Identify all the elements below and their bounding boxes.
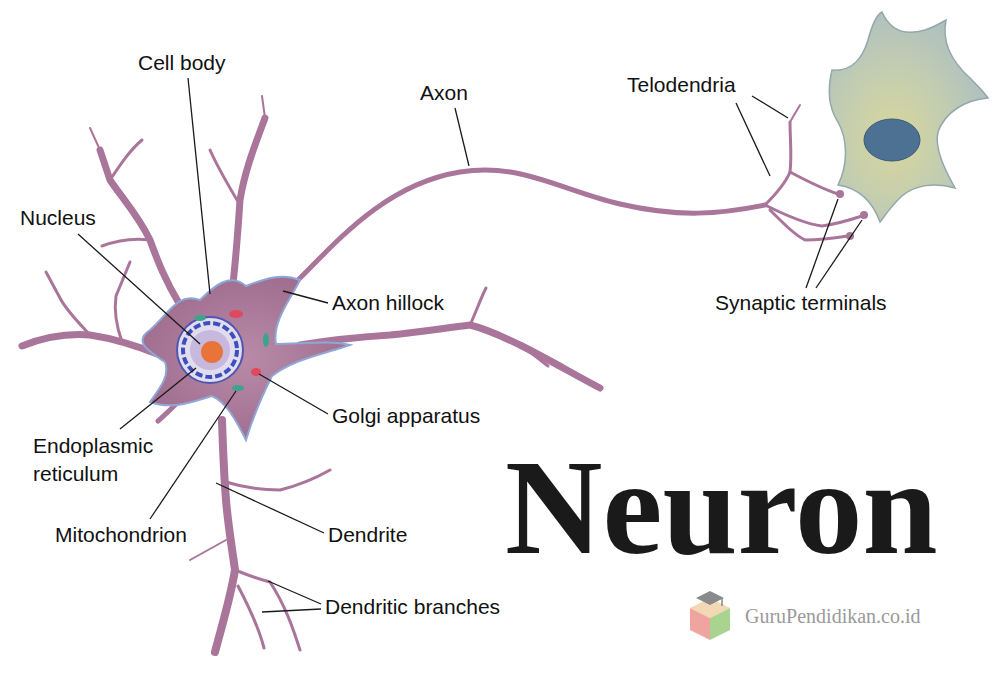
part-label: Nucleus	[20, 205, 96, 230]
soma	[142, 277, 350, 440]
leader-line	[150, 391, 236, 519]
part-label: Telodendria	[627, 72, 736, 97]
axon	[290, 105, 868, 288]
dendritic-branch	[102, 239, 150, 246]
icon-cap	[696, 591, 724, 605]
nucleus-envelope	[177, 317, 243, 383]
dendritic-branch	[238, 586, 264, 648]
icon-cube-right	[710, 608, 730, 640]
golgi-apparatus	[229, 310, 243, 318]
mitochondrion	[263, 333, 269, 347]
icon-cube-left	[690, 608, 710, 640]
leader-line	[752, 96, 788, 118]
leader-line	[736, 103, 770, 176]
part-label: Axon hillock	[332, 290, 444, 315]
target-cell	[829, 12, 988, 222]
dendrite	[100, 150, 180, 305]
part-label: Synaptic terminals	[715, 290, 887, 315]
part-label: Cell body	[138, 50, 226, 75]
dendritic-branch	[90, 128, 100, 150]
icon-cap-tassel	[721, 598, 723, 606]
dendrite	[232, 118, 265, 292]
leader-line	[78, 234, 200, 344]
leader-line	[268, 581, 321, 604]
dendritic-branch	[210, 150, 240, 205]
nucleolus	[201, 341, 223, 363]
endoplasmic-reticulum	[183, 323, 237, 377]
leader-line	[262, 609, 321, 612]
leader-line	[216, 483, 324, 533]
telodendron	[770, 210, 848, 240]
leader-line	[120, 368, 196, 429]
part-label: Endoplasmic reticulum	[33, 432, 193, 488]
telodendron	[765, 205, 862, 226]
leader-line	[188, 78, 210, 294]
nucleus-body	[190, 330, 230, 370]
synaptic-terminal	[836, 190, 844, 198]
leader-line	[283, 291, 328, 303]
cell-body	[142, 277, 350, 440]
dendritic-branch	[190, 540, 226, 560]
dendritic-branch	[46, 272, 90, 335]
dendrite	[300, 325, 600, 388]
diagram-title: Neuron	[505, 440, 938, 575]
part-label: Axon	[420, 80, 468, 105]
leader-line	[455, 108, 469, 166]
part-label: Dendritic branches	[325, 594, 500, 619]
dendritic-branch	[226, 470, 330, 490]
mitochondrion	[194, 315, 206, 321]
dendritic-branch	[470, 288, 486, 325]
mitochondrion	[232, 385, 244, 391]
telodendron	[765, 122, 791, 205]
leader-line	[816, 220, 862, 288]
part-label: Golgi apparatus	[332, 403, 480, 428]
leader-line	[259, 374, 328, 414]
target-cell-nucleus	[864, 119, 920, 161]
telodendron	[790, 172, 838, 194]
part-label: Mitochondrion	[55, 522, 187, 547]
dendritic-branch	[262, 96, 265, 118]
leader-line	[806, 199, 838, 288]
target-cell-body	[829, 12, 988, 222]
watermark-icon	[690, 591, 730, 640]
telodendron	[790, 105, 800, 122]
dendrite	[22, 335, 160, 355]
dendrite	[215, 420, 235, 652]
axon-fiber	[290, 170, 765, 288]
watermark: GuruPendidikan.co.id	[745, 604, 921, 629]
dendritic-branch	[110, 140, 142, 180]
dendritic-branch	[520, 345, 548, 366]
part-label: Dendrite	[328, 522, 407, 547]
synaptic-terminal	[860, 211, 868, 219]
